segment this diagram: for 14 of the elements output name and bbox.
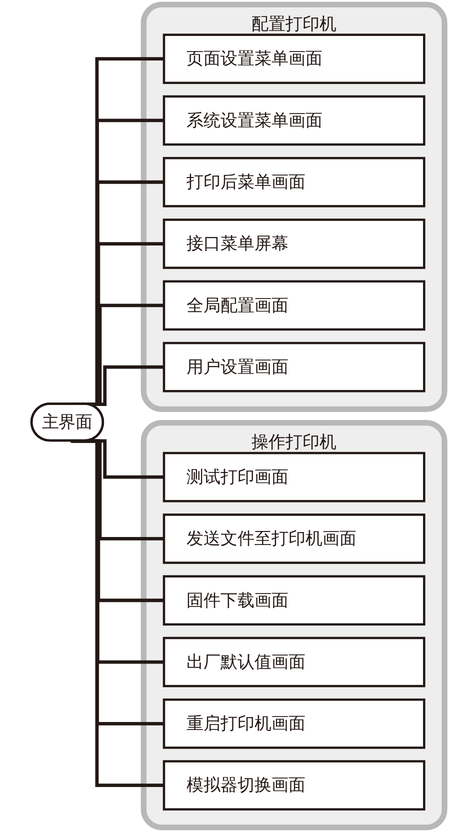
menu-box: 用户设置画面 xyxy=(162,342,426,392)
menu-box: 重启打印机画面 xyxy=(162,698,426,749)
menu-box: 系统设置菜单画面 xyxy=(162,95,426,146)
start-node: 主界面 xyxy=(30,402,104,442)
menu-box: 发送文件至打印机画面 xyxy=(162,514,426,564)
connector-line xyxy=(70,439,164,788)
menu-box: 出厂默认值画面 xyxy=(162,636,426,688)
menu-box: 全局配置画面 xyxy=(162,280,426,331)
menu-box: 模拟器切换画面 xyxy=(162,760,426,810)
menu-box: 测试打印画面 xyxy=(162,452,426,502)
menu-box: 固件下载画面 xyxy=(162,575,426,626)
menu-box: 接口菜单屏幕 xyxy=(162,218,426,269)
menu-box: 页面设置菜单画面 xyxy=(162,34,426,84)
menu-box: 打印后菜单画面 xyxy=(162,156,426,208)
